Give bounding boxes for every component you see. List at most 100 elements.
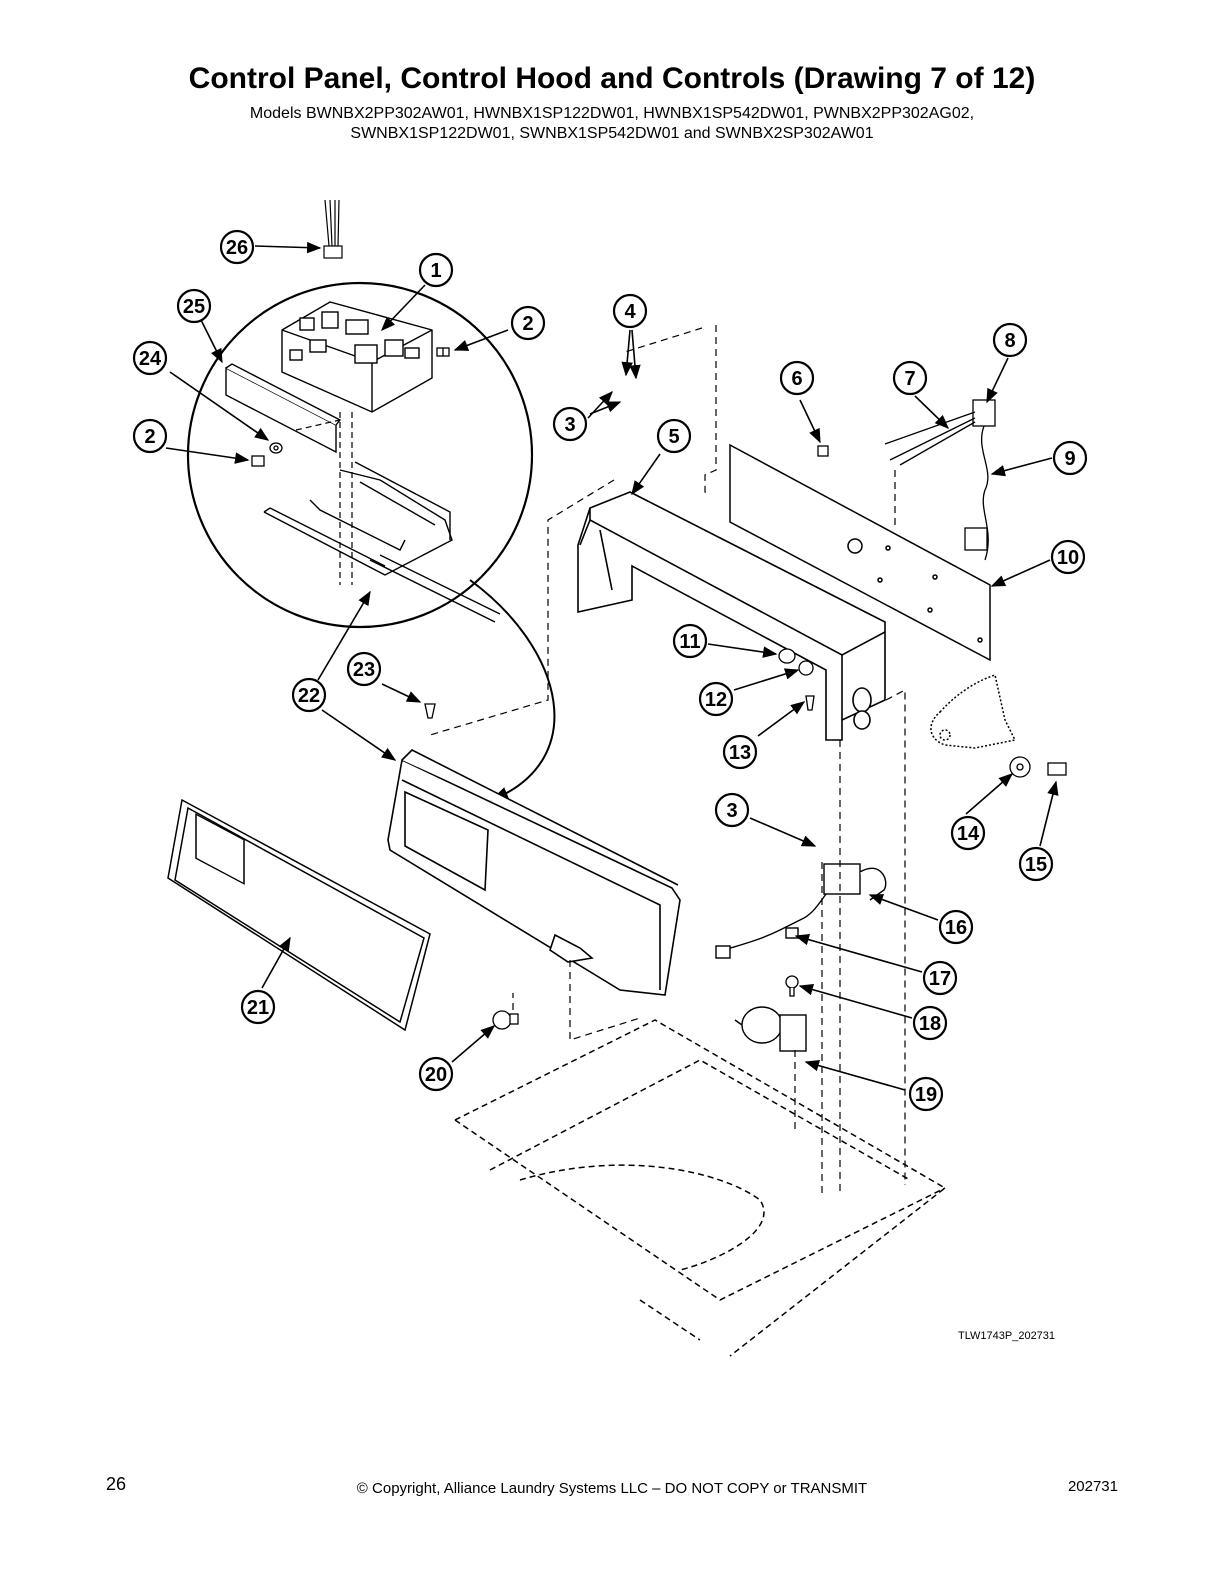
callout-circle [510, 305, 546, 341]
callout-8: 8 [992, 322, 1028, 358]
overlay-part [167, 798, 431, 1032]
callout-number: 3 [726, 800, 737, 822]
callout-circle [698, 681, 734, 717]
callout-number: 17 [929, 968, 951, 990]
callout-circle [922, 960, 958, 996]
callout-2: 2 [510, 305, 546, 341]
callout-3: 3 [552, 406, 588, 442]
callout-22: 22 [291, 677, 327, 713]
callout-12: 12 [698, 681, 734, 717]
lockwasher-part [798, 660, 814, 676]
callout-circle [656, 418, 692, 454]
callout-circle [722, 734, 758, 770]
callout-number: 7 [904, 368, 915, 390]
callout-number: 14 [957, 823, 980, 845]
document-number: 202731 [1067, 1478, 1118, 1495]
callout-circle [672, 623, 708, 659]
callout-circle [291, 677, 327, 713]
callout-circle [240, 989, 276, 1025]
callout-circle [938, 909, 974, 945]
callout-circle [992, 322, 1028, 358]
power-cord-part [884, 399, 996, 561]
callout-number: 5 [668, 426, 679, 448]
cabinet-top-outline [454, 1019, 947, 1357]
callout-circle [132, 340, 168, 376]
callout-number: 3 [564, 414, 575, 436]
drawing-code: TLW1743P_202731 [958, 1330, 1056, 1342]
callout-number: 18 [919, 1013, 941, 1035]
callout-number: 25 [183, 296, 205, 318]
washer-part [269, 442, 283, 454]
callout-number: 12 [705, 689, 727, 711]
knob-gear-part [1009, 756, 1067, 778]
pressure-switch-part [734, 1006, 807, 1052]
mounting-tray-part [263, 461, 501, 623]
callout-number: 20 [425, 1064, 447, 1086]
callout-number: 26 [226, 237, 248, 259]
callout-circle [912, 1005, 948, 1041]
callout-10: 10 [1050, 539, 1086, 575]
callout-26: 26 [219, 229, 255, 265]
callout-circle [714, 792, 750, 828]
screw-part [785, 975, 799, 997]
callout-4: 4 [612, 293, 648, 329]
callout-number: 24 [139, 348, 162, 370]
callout-21: 21 [240, 989, 276, 1025]
callout-circle [418, 1056, 454, 1092]
callout-6: 6 [779, 360, 815, 396]
callout-14: 14 [950, 815, 986, 851]
callout-number: 4 [624, 301, 636, 323]
callout-number: 15 [1025, 854, 1047, 876]
control-panel-part [387, 749, 681, 996]
callout-circle [950, 815, 986, 851]
callout-7: 7 [892, 360, 928, 396]
callout-20: 20 [418, 1056, 454, 1092]
callout-circle [779, 360, 815, 396]
callout-circle [1052, 440, 1088, 476]
callout-circle [612, 293, 648, 329]
callout-number: 22 [298, 685, 320, 707]
callout-number: 16 [945, 917, 967, 939]
bracket-part [225, 363, 342, 454]
callout-circle [176, 288, 212, 324]
callout-number: 10 [1057, 547, 1079, 569]
screw-part [436, 347, 450, 357]
callout-24: 24 [132, 340, 168, 376]
control-hood-part [577, 491, 886, 741]
wire-harness-part [323, 199, 343, 259]
callout-1: 1 [418, 252, 454, 288]
callout-circle [908, 1076, 944, 1112]
nut-part [778, 648, 796, 664]
callout-number: 2 [144, 426, 155, 448]
detail-arrow [469, 579, 556, 801]
knob-part [492, 1010, 519, 1030]
models-list: Models BWNBX2PP302AW01, HWNBX1SP122DW01,… [0, 104, 1224, 144]
callout-5: 5 [656, 418, 692, 454]
callout-25: 25 [176, 288, 212, 324]
callout-16: 16 [938, 909, 974, 945]
callout-11: 11 [672, 623, 708, 659]
callout-number: 8 [1004, 330, 1015, 352]
callout-leaders [165, 241, 1059, 1091]
alignment-lines [429, 325, 906, 1195]
screw-part [817, 445, 829, 457]
callout-circle [132, 418, 168, 454]
back-panel-part [729, 443, 991, 662]
callout-circle [552, 406, 588, 442]
callout-circle [1018, 846, 1054, 882]
screw-part [251, 455, 265, 467]
callout-circle [892, 360, 928, 396]
control-board-part [281, 301, 433, 413]
detail-circle [186, 281, 534, 629]
models-line-2: SWNBX1SP122DW01, SWNBX1SP542DW01 and SWN… [350, 125, 874, 142]
callout-18: 18 [912, 1005, 948, 1041]
callout-number: 6 [791, 368, 802, 390]
callout-circle [1050, 539, 1086, 575]
callout-number: 11 [679, 631, 700, 653]
callout-number: 23 [353, 659, 375, 681]
page-title: Control Panel, Control Hood and Controls… [188, 62, 1036, 95]
callout-19: 19 [908, 1076, 944, 1112]
callout-circle [346, 651, 382, 687]
